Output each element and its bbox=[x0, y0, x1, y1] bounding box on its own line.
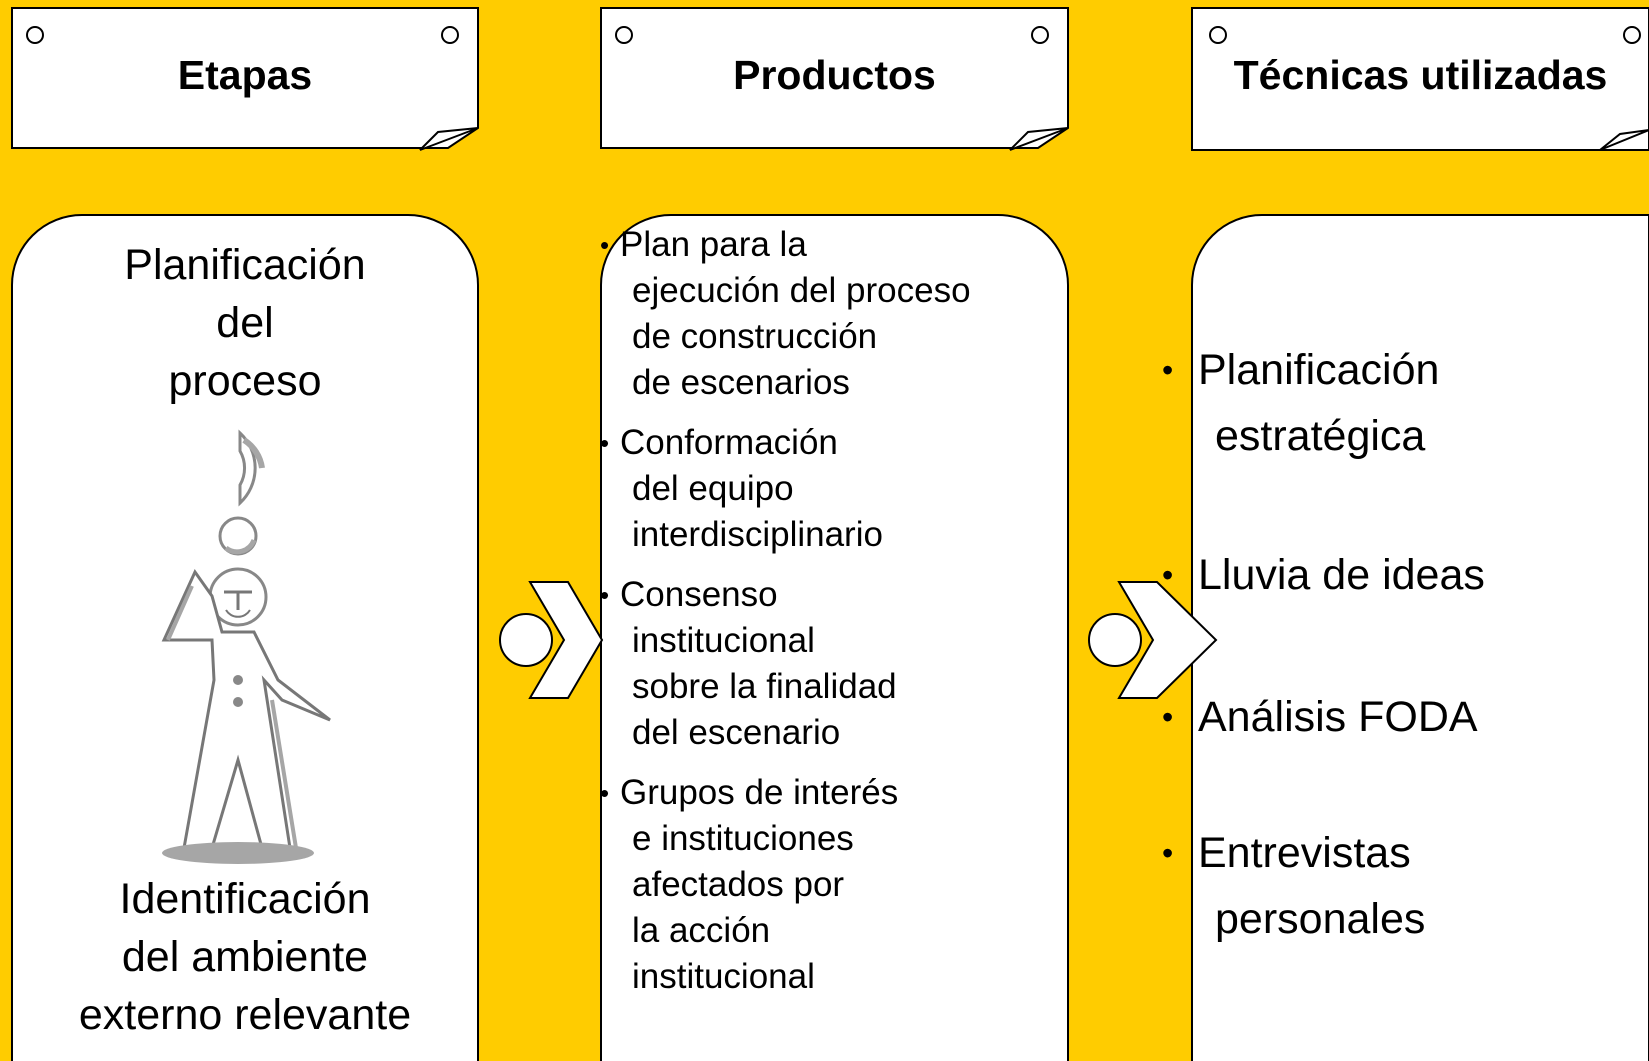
producto-line: del escenario bbox=[632, 713, 841, 752]
producto-item: • Grupos de interés e instituciones afec… bbox=[600, 770, 1020, 1000]
panel-productos bbox=[600, 214, 1069, 1061]
header-productos: Productos bbox=[733, 52, 936, 98]
header-note-etapas bbox=[11, 7, 479, 151]
header-tecnicas: Técnicas utilizadas bbox=[1233, 52, 1608, 98]
producto-line: Consenso bbox=[620, 575, 778, 614]
tecnica-item: • Entrevistas personales bbox=[1162, 820, 1425, 952]
tecnica-line: Entrevistas bbox=[1198, 829, 1411, 877]
etapa-top-line: Planificación bbox=[124, 241, 366, 289]
producto-line: sobre la finalidad bbox=[632, 667, 897, 706]
panel-tecnicas bbox=[1191, 214, 1649, 1061]
productos-list: • Plan para la ejecución del proceso de … bbox=[600, 222, 1020, 1014]
bullet-icon: • bbox=[600, 428, 610, 458]
producto-line: Conformación bbox=[620, 423, 838, 462]
thinking-figure-icon bbox=[161, 429, 331, 864]
etapa-bottom-line: Identificación bbox=[119, 875, 371, 923]
producto-line: institucional bbox=[632, 621, 815, 660]
producto-line: Grupos de interés bbox=[620, 773, 899, 812]
etapa-bottom-line: del ambiente bbox=[121, 933, 369, 981]
producto-line: de escenarios bbox=[632, 363, 850, 402]
etapa-bottom-line: externo relevante bbox=[78, 991, 412, 1039]
header-etapas: Etapas bbox=[177, 52, 313, 98]
tecnica-line: personales bbox=[1215, 895, 1426, 943]
header-note-tecnicas bbox=[1191, 7, 1649, 151]
bullet-icon: • bbox=[1162, 835, 1174, 871]
bullet-icon: • bbox=[600, 580, 610, 610]
bullet-icon: • bbox=[600, 230, 610, 260]
tecnica-line: estratégica bbox=[1215, 412, 1426, 460]
chevron-arrow-icon bbox=[1088, 581, 1218, 699]
etapa-top-line: proceso bbox=[168, 357, 322, 405]
producto-item: • Conformación del equipo interdisciplin… bbox=[600, 420, 1020, 558]
etapa-planificacion: Planificación del proceso bbox=[12, 238, 478, 408]
bullet-icon: • bbox=[1162, 699, 1174, 735]
bullet-icon: • bbox=[1162, 352, 1174, 388]
header-note-productos bbox=[600, 7, 1069, 151]
etapa-top-line: del bbox=[216, 299, 274, 347]
tecnica-line: Planificación bbox=[1198, 346, 1440, 394]
producto-line: interdisciplinario bbox=[632, 515, 883, 554]
producto-item: • Plan para la ejecución del proceso de … bbox=[600, 222, 1020, 406]
producto-line: la acción bbox=[632, 911, 771, 950]
tecnica-item: • Análisis FODA bbox=[1162, 684, 1478, 750]
producto-item: • Consenso institucional sobre la finali… bbox=[600, 572, 1020, 756]
tecnica-line: Lluvia de ideas bbox=[1198, 551, 1485, 599]
bullet-icon: • bbox=[1162, 557, 1174, 593]
producto-line: del equipo bbox=[632, 469, 794, 508]
tecnica-item: • Planificación estratégica bbox=[1162, 337, 1439, 469]
etapa-identificacion: Identificación del ambiente externo rele… bbox=[12, 872, 478, 1042]
producto-line: e instituciones bbox=[632, 819, 854, 858]
producto-line: de construcción bbox=[632, 317, 878, 356]
bullet-icon: • bbox=[600, 778, 610, 808]
producto-line: institucional bbox=[632, 957, 815, 996]
producto-line: afectados por bbox=[632, 865, 845, 904]
tecnica-item: • Lluvia de ideas bbox=[1162, 542, 1485, 608]
tecnica-line: Análisis FODA bbox=[1198, 693, 1478, 741]
producto-line: ejecución del proceso bbox=[632, 271, 971, 310]
producto-line: Plan para la bbox=[620, 225, 807, 264]
chevron-arrow-icon bbox=[499, 581, 604, 699]
